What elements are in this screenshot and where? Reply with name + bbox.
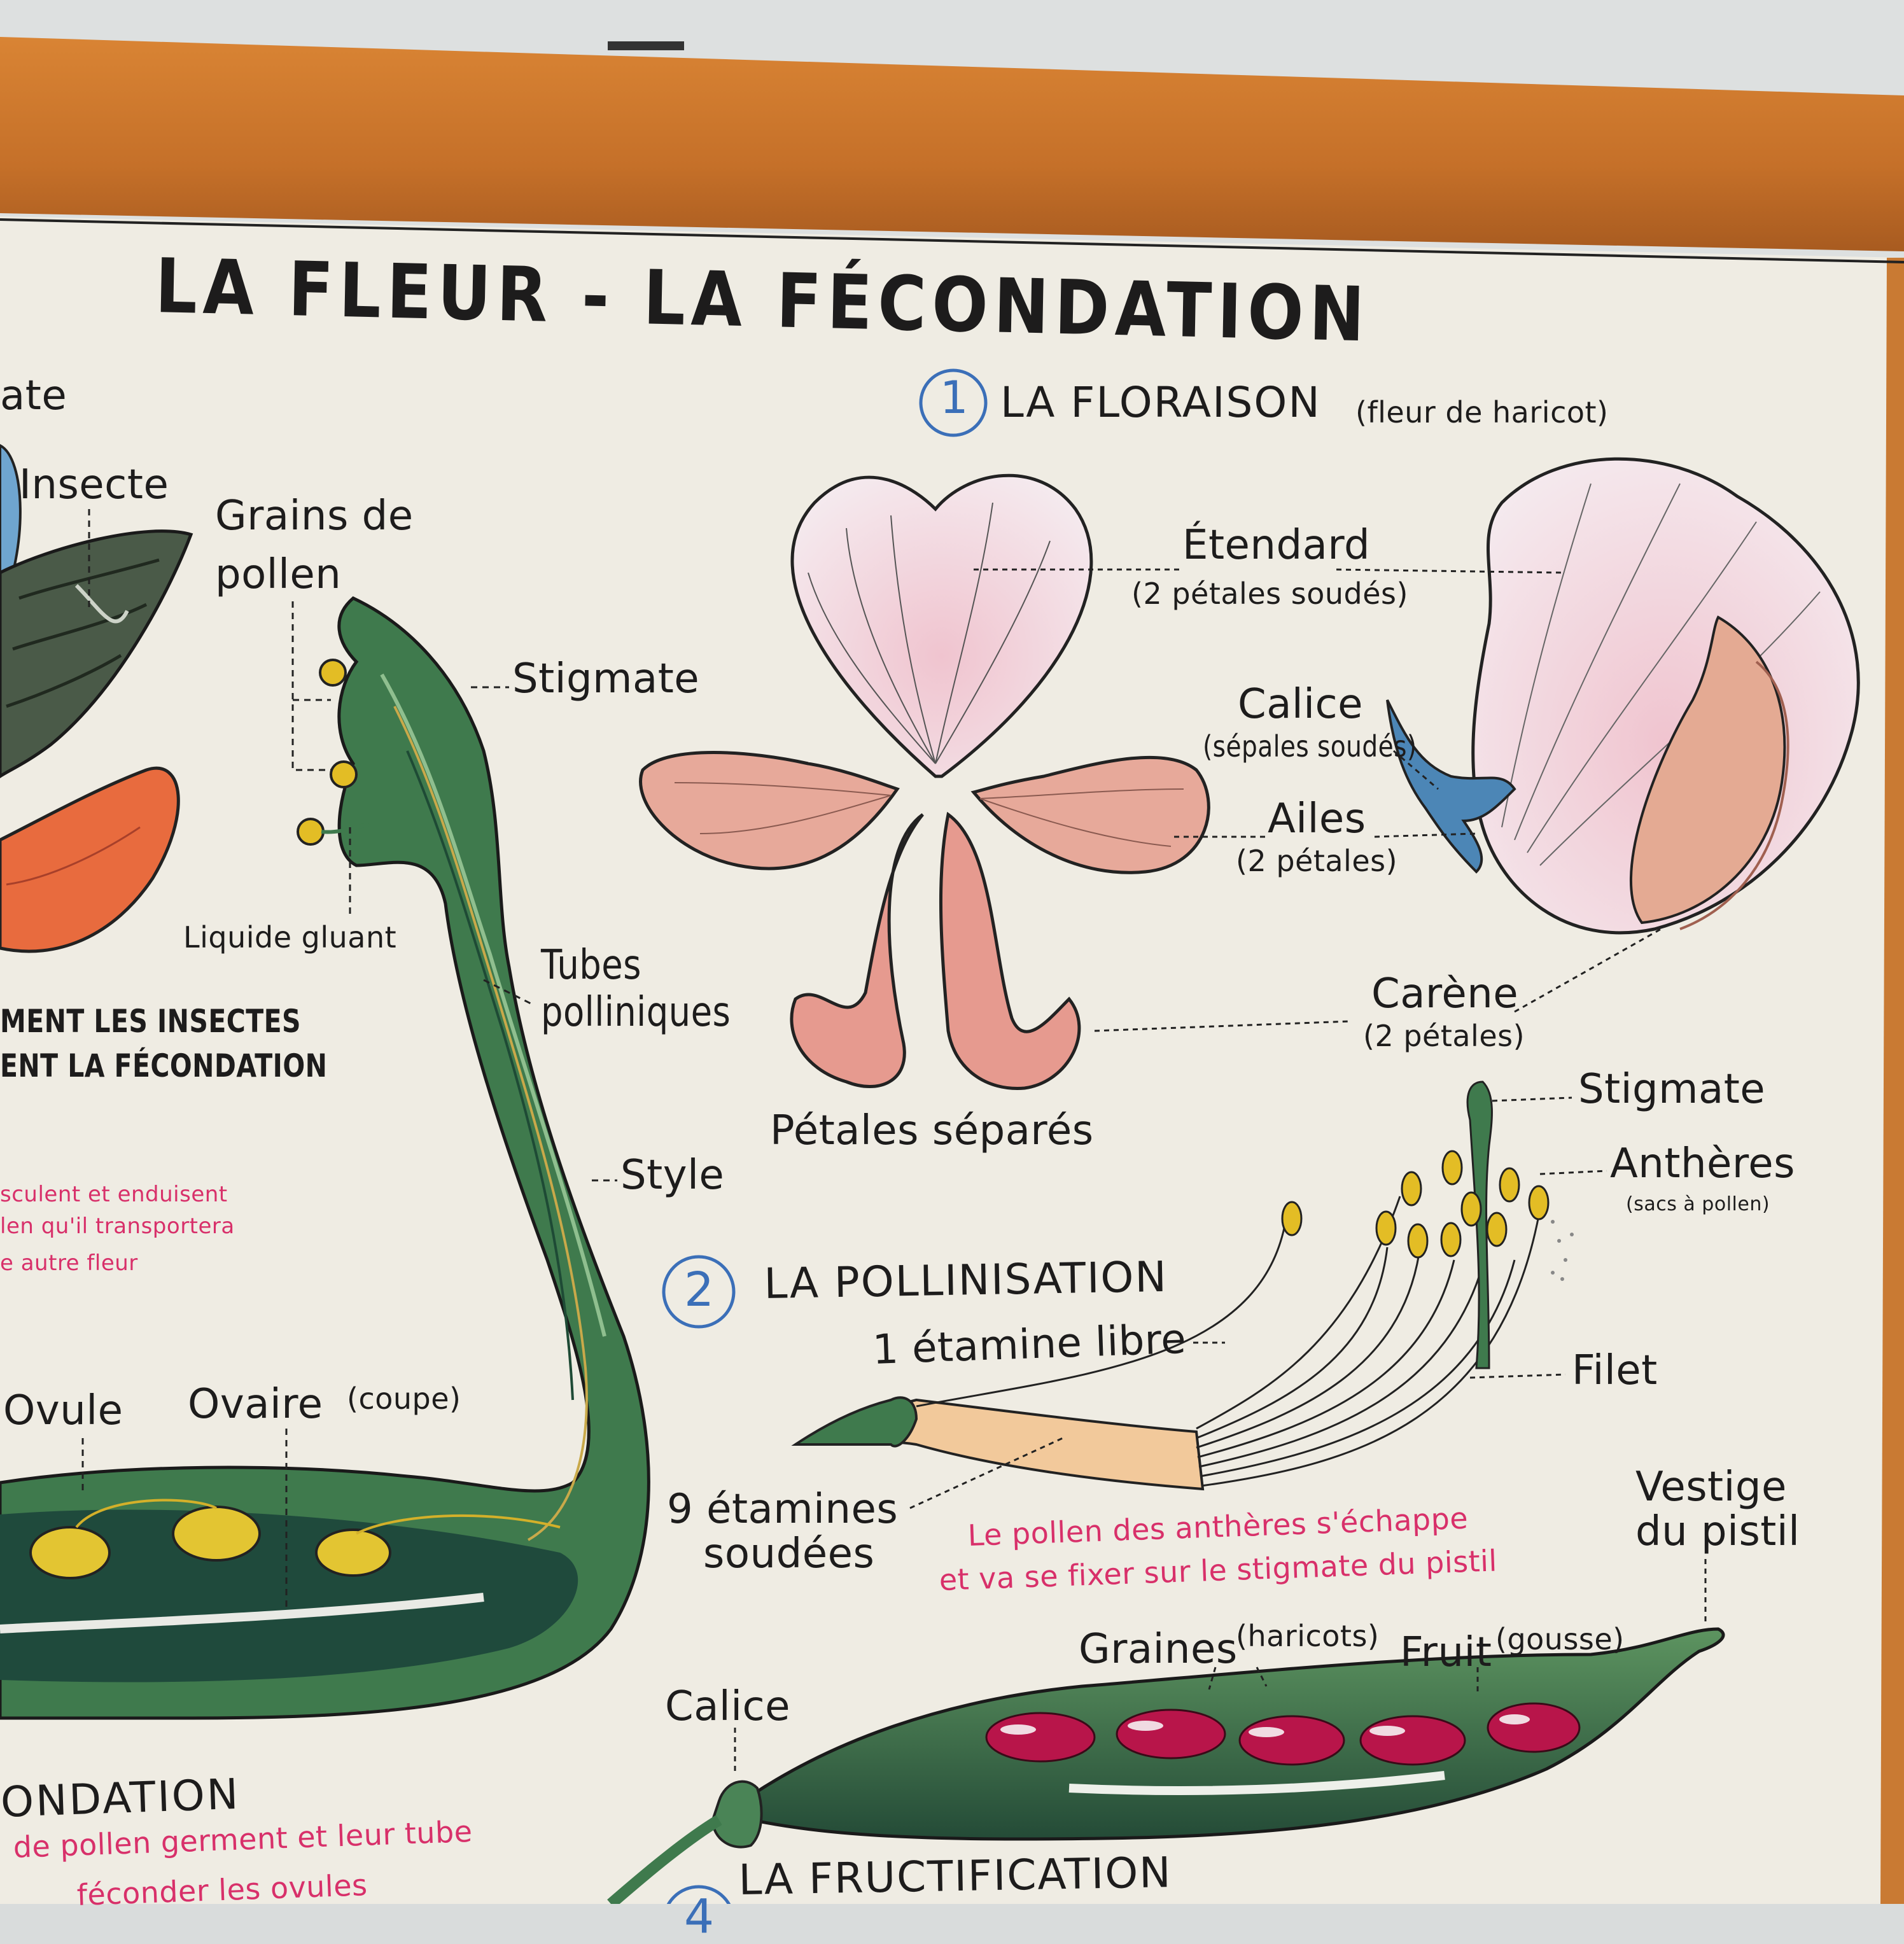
red-note-2: len qu'il transportera (0, 1215, 235, 1237)
antheres-note: (sacs à pollen) (1626, 1195, 1770, 1214)
red-note-1: sculent et enduisent (0, 1184, 228, 1205)
fecondation-heading: ONDATION (0, 1773, 241, 1824)
sticky-liquid-label: Liquide gluant (183, 923, 396, 952)
vestige-label-line-2: du pistil (1635, 1511, 1800, 1552)
pollen-grains-label: Grains de pollen (215, 487, 457, 604)
ailes-note: (2 pétales) (1236, 846, 1397, 876)
pollen-tubes-label: Tubes polliniques (541, 942, 703, 1036)
ovary-label: Ovaire (188, 1384, 323, 1425)
stigmate-label-right: Stigmate (1578, 1069, 1765, 1110)
etendard-note: (2 pétales soudés) (1131, 579, 1408, 608)
carene-label: Carène (1371, 974, 1518, 1014)
stigma-label-left: Stigmate (512, 659, 699, 699)
ovule-label: Ovule (3, 1390, 123, 1431)
calice-label: Calice (1238, 684, 1363, 725)
carene-note: (2 pétales) (1363, 1021, 1525, 1051)
section-1-number: 1 (940, 375, 969, 420)
section-1-subtitle: (fleur de haricot) (1355, 398, 1608, 427)
section-4-number: 4 (684, 1893, 715, 1940)
insect-label: Insecte (19, 465, 169, 505)
insects-heading-line-2: ENT LA FÉCONDATION (0, 1050, 327, 1082)
etamines-soudees-line-1: 9 étamines (667, 1489, 898, 1530)
antheres-label: Anthères (1610, 1143, 1795, 1184)
graines-note: (haricots) (1236, 1621, 1379, 1651)
etendard-label: Étendard (1182, 525, 1370, 566)
fruit-label: Fruit (1400, 1632, 1492, 1673)
graines-label: Graines (1079, 1629, 1238, 1670)
red-note-3: e autre fleur (0, 1252, 138, 1274)
calice-note: (sépales soudés) (1203, 732, 1417, 761)
insects-heading-line-1: MENT LES INSECTES (0, 1005, 301, 1037)
ovary-note: (coupe) (347, 1384, 461, 1413)
calice-pod-label: Calice (665, 1686, 790, 1727)
section-2-title: LA POLLINISATION (764, 1256, 1168, 1305)
partial-heading: ate (0, 375, 67, 416)
etamine-libre-label: 1 étamine libre (872, 1319, 1187, 1371)
section-4-title: LA FRUCTIFICATION (738, 1852, 1172, 1901)
style-label: Style (620, 1155, 724, 1196)
section-2-number: 2 (684, 1266, 715, 1313)
filet-label: Filet (1572, 1350, 1658, 1391)
fruit-note: (gousse) (1495, 1625, 1625, 1654)
section-1-title: LA FLORAISON (1000, 382, 1321, 424)
petales-separes-label: Pétales séparés (770, 1110, 1094, 1151)
ailes-label: Ailes (1268, 799, 1366, 839)
etamines-soudees-line-2: soudées (703, 1534, 874, 1574)
vestige-label-line-1: Vestige (1635, 1467, 1787, 1507)
